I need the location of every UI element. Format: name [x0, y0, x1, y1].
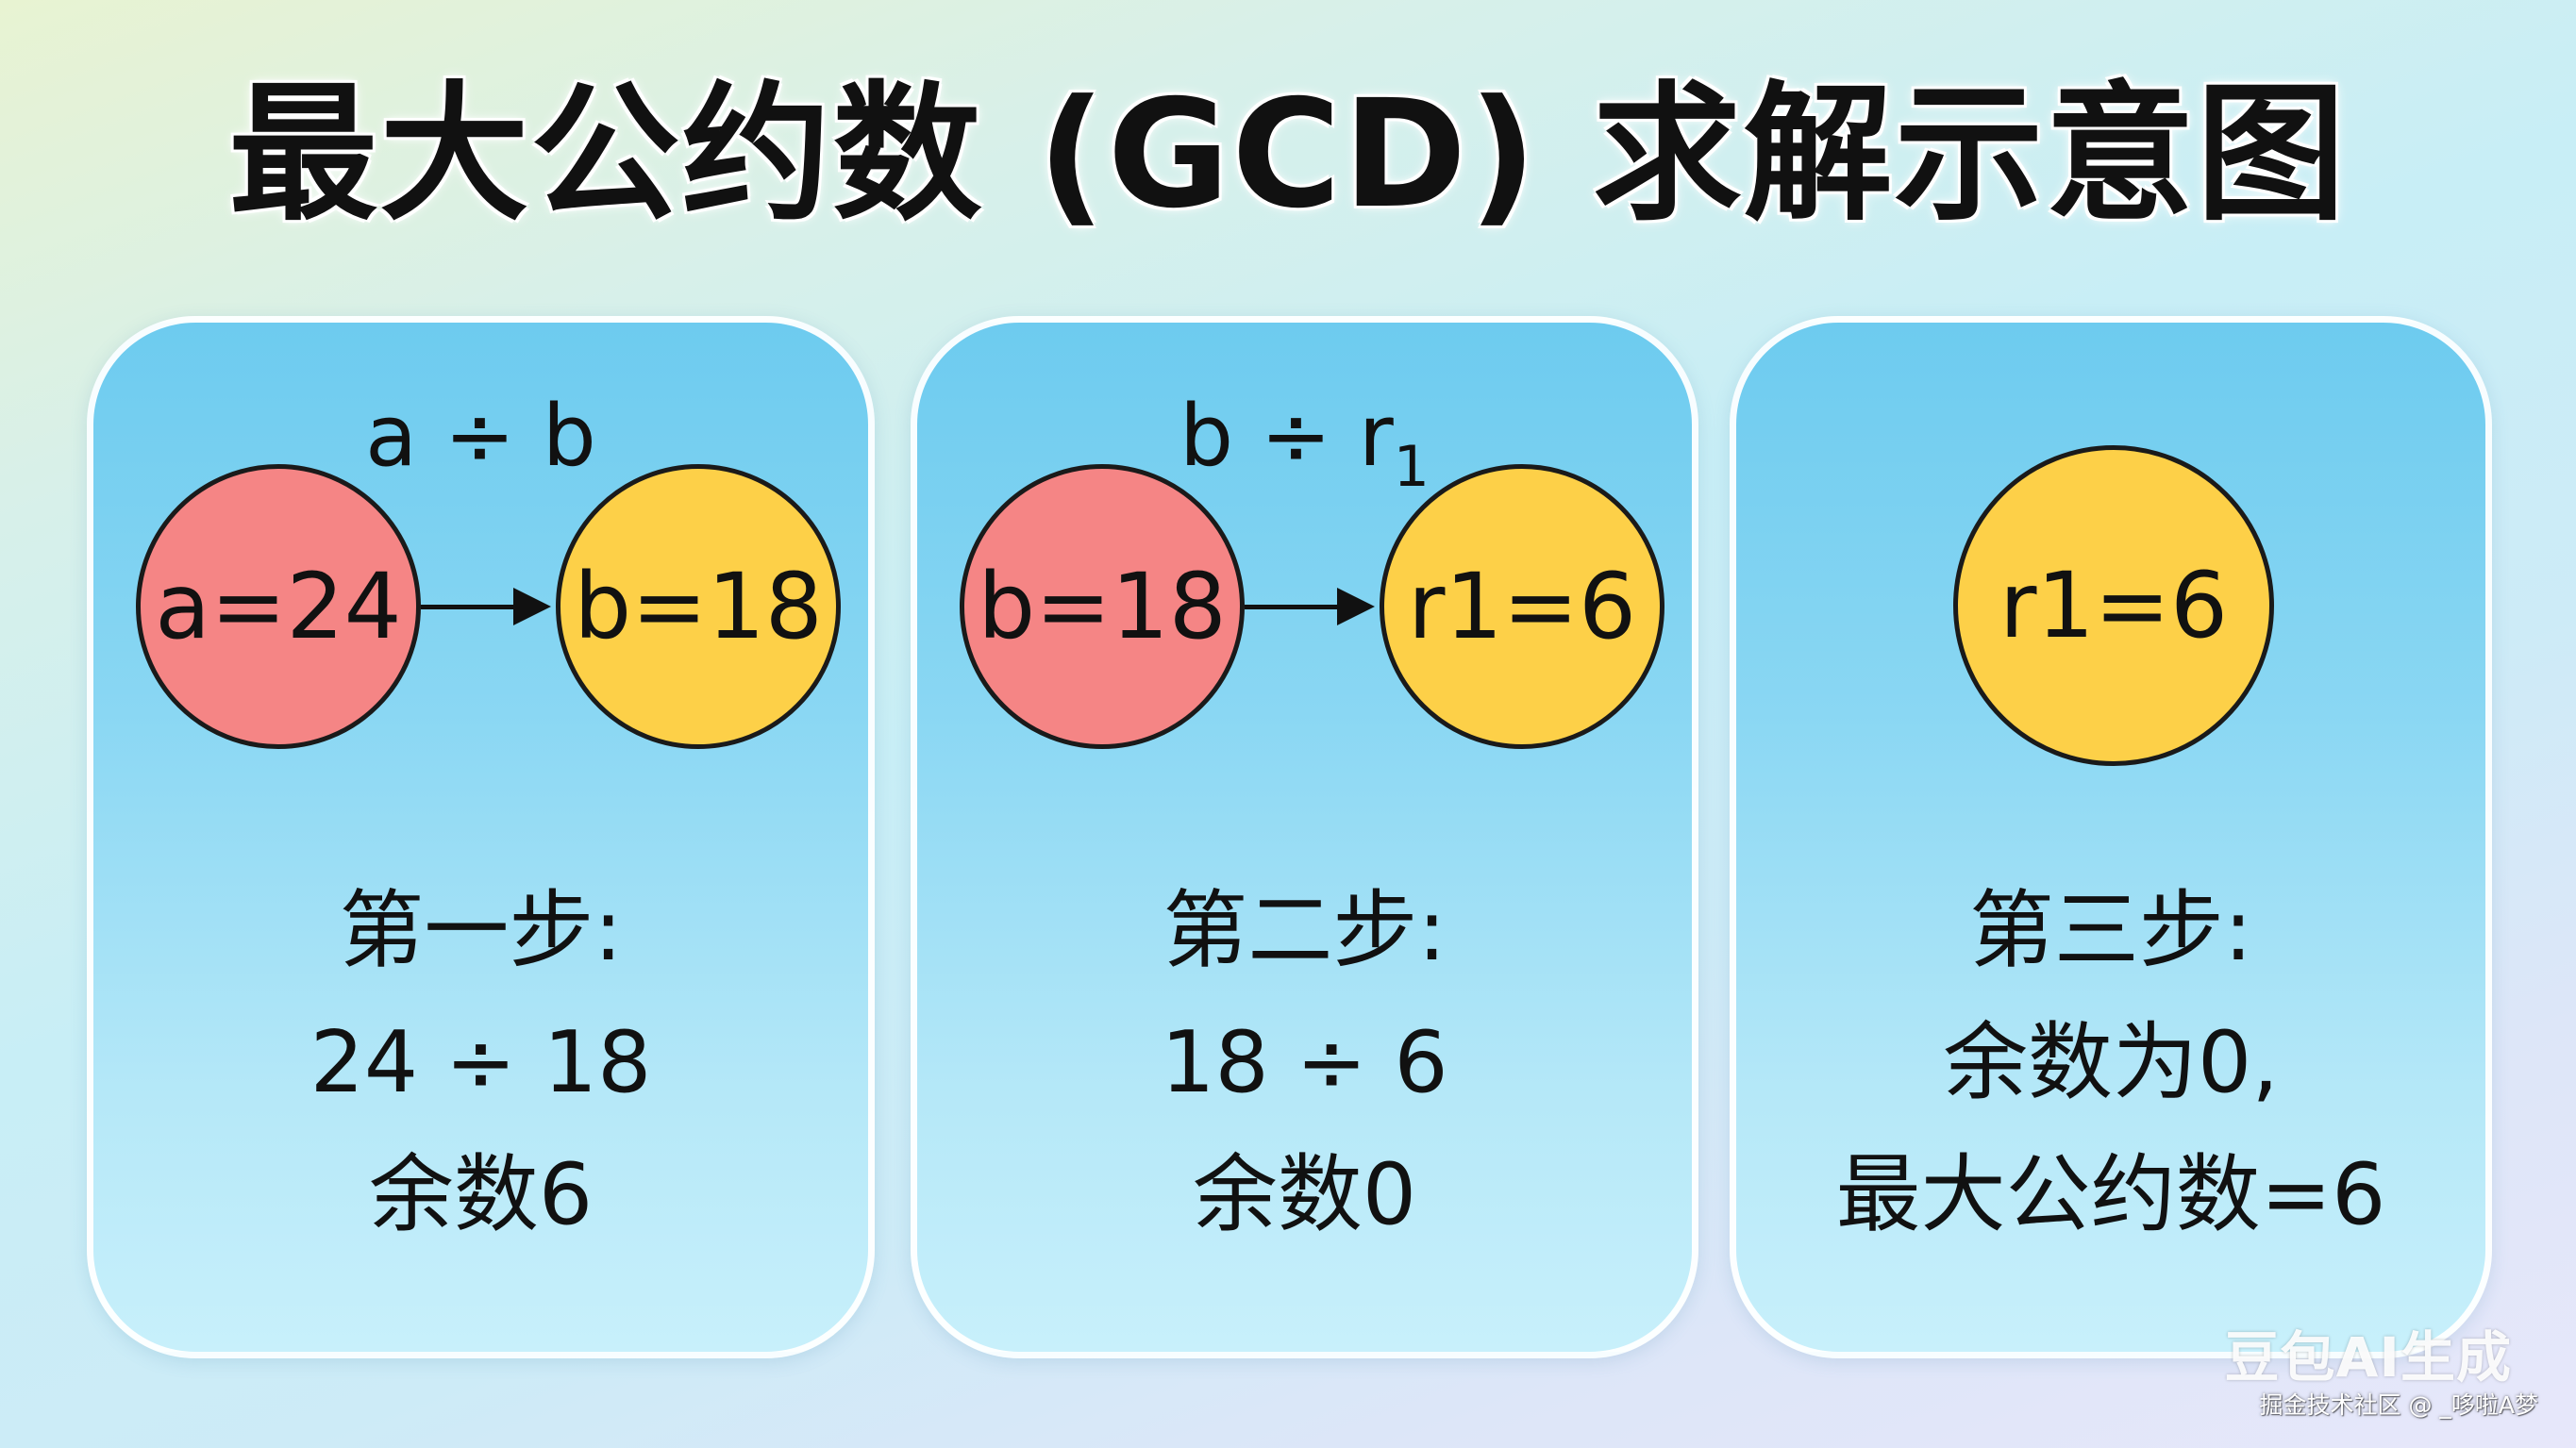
divisor-circle: b=18	[556, 464, 841, 749]
arrow-icon	[1245, 588, 1375, 625]
step-heading: 第二步:	[1163, 881, 1447, 980]
step-two-panel: b ÷ r1 b=18 r1=6 第二步: 18 ÷ 6 余数0	[911, 316, 1698, 1358]
step-remainder: 余数为0,	[1943, 1013, 2279, 1112]
step-division: 24 ÷ 18	[309, 1013, 652, 1112]
step-remainder: 余数0	[1192, 1145, 1417, 1244]
step-division: 18 ÷ 6	[1161, 1013, 1448, 1112]
step-one-panel: a ÷ b a=24 b=18 第一步: 24 ÷ 18 余数6	[87, 316, 875, 1358]
step-remainder: 余数6	[368, 1145, 594, 1244]
operation-label: b ÷ r1	[1179, 387, 1430, 500]
step-description: 第三步: 余数为0, 最大公约数=6	[1736, 865, 2485, 1261]
step-description: 第一步: 24 ÷ 18 余数6	[93, 865, 868, 1261]
dividend-circle: a=24	[136, 464, 421, 749]
step-three-panel: r1=6 第三步: 余数为0, 最大公约数=6	[1730, 316, 2492, 1358]
step-heading: 第三步:	[1968, 881, 2253, 980]
result-circle: r1=6	[1953, 445, 2274, 766]
step-description: 第二步: 18 ÷ 6 余数0	[917, 865, 1692, 1261]
operation-label: a ÷ b	[365, 387, 596, 486]
subscript: 1	[1393, 434, 1430, 500]
page-title: 最大公约数 (GCD) 求解示意图	[228, 68, 2348, 241]
divisor-circle: r1=6	[1380, 464, 1664, 749]
dividend-circle: b=18	[960, 464, 1245, 749]
step-result: 最大公约数=6	[1835, 1145, 2386, 1244]
ai-watermark: 豆包AI生成	[2224, 1325, 2512, 1390]
step-heading: 第一步:	[339, 881, 623, 980]
source-credit: 掘金技术社区 @ _哆啦A梦	[2259, 1391, 2539, 1419]
arrow-icon	[421, 588, 551, 625]
